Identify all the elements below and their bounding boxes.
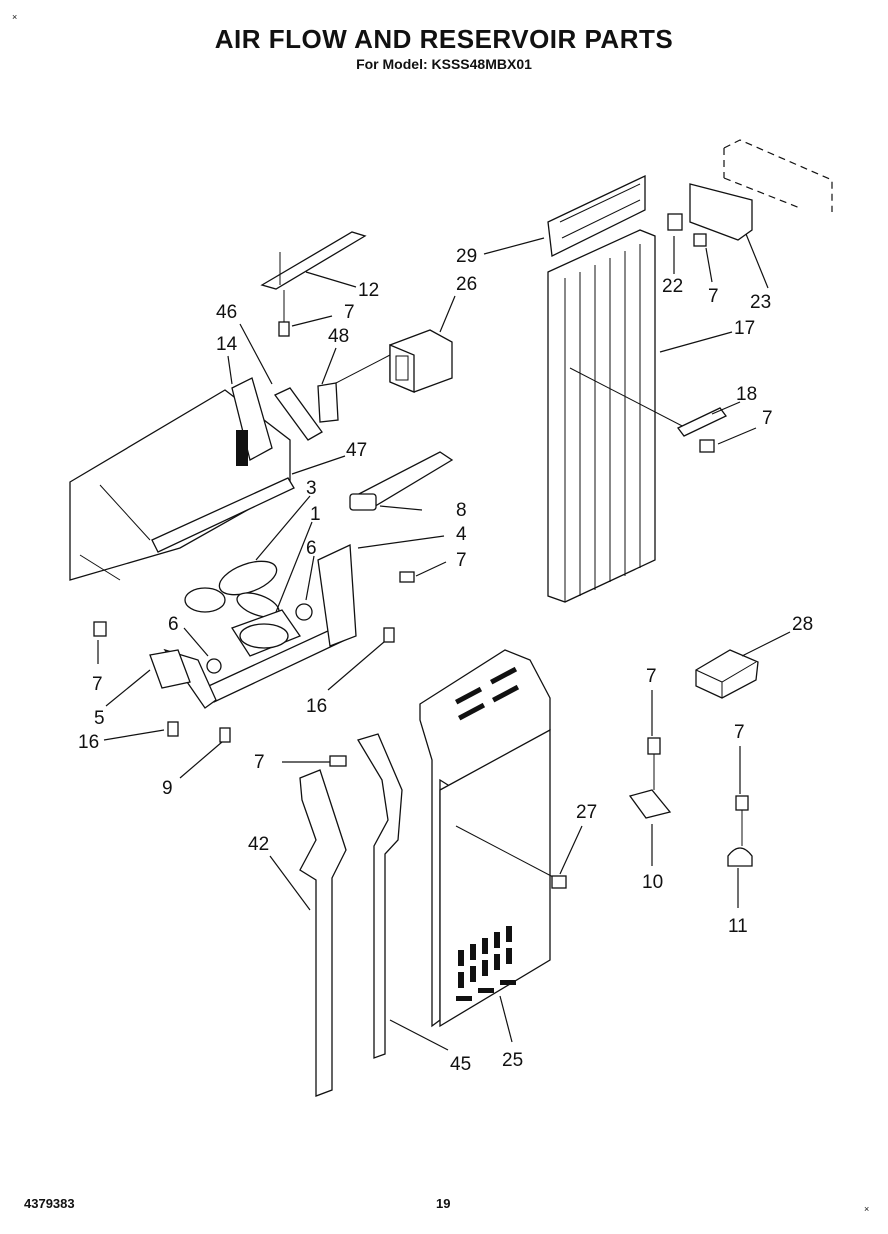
part-17-panel <box>547 229 691 603</box>
callout-6-left: 6 <box>168 614 179 635</box>
callout-1: 1 <box>310 504 321 525</box>
page-title: AIR FLOW AND RESERVOIR PARTS <box>214 24 674 54</box>
callout-47: 47 <box>346 440 367 461</box>
part-47-seal <box>151 477 295 553</box>
part-8-thermistor <box>349 451 454 511</box>
part-48-pad <box>317 382 339 423</box>
callout-5: 5 <box>94 708 105 729</box>
callout-7-clip2: 7 <box>734 722 745 743</box>
corner-mark-top-left: × <box>12 12 18 22</box>
callout-42: 42 <box>248 834 269 855</box>
part-14-fan-shroud <box>69 377 291 581</box>
part-28-pad <box>695 649 759 699</box>
callout-46: 46 <box>216 302 237 323</box>
screws-lower-left <box>93 571 415 743</box>
part-1-fan-motor <box>231 609 301 657</box>
callout-7-top: 7 <box>344 302 355 323</box>
callout-7-right-top: 7 <box>708 286 719 307</box>
corner-mark-bottom-right: × <box>864 1204 870 1214</box>
part-42-rail <box>299 755 347 1097</box>
callout-11: 11 <box>728 916 748 937</box>
model-subtitle: For Model: KSSS48MBX01 <box>356 56 532 72</box>
leader-lines <box>97 233 791 1051</box>
part-12-bracket <box>260 231 367 290</box>
part-3-fan-blade <box>184 560 280 618</box>
callout-27: 27 <box>576 802 597 823</box>
part-6-grommet-right <box>295 603 313 621</box>
callout-7-mid: 7 <box>456 550 467 571</box>
callout-22: 22 <box>662 276 683 297</box>
part-10-clip <box>628 737 672 819</box>
part-22-clip <box>667 213 683 231</box>
part-6-grommet-left <box>206 658 222 674</box>
callout-23: 23 <box>750 292 771 313</box>
callout-3: 3 <box>306 478 317 499</box>
callout-26: 26 <box>456 274 477 295</box>
callout-7-right-mid: 7 <box>762 408 773 429</box>
callout-10: 10 <box>642 872 663 893</box>
page-number: 19 <box>436 1196 451 1211</box>
housing-vent-slots-bottom <box>456 926 516 1001</box>
callout-16-right: 16 <box>306 696 327 717</box>
part-46-strip <box>274 387 323 441</box>
callout-18: 18 <box>736 384 757 405</box>
part-5-bracket-left <box>149 649 191 689</box>
callout-48: 48 <box>328 326 349 347</box>
screw-7-top <box>278 290 290 337</box>
callout-12: 12 <box>358 280 379 301</box>
mounting-outline-dashed <box>723 139 833 212</box>
callout-7-left: 7 <box>92 674 103 695</box>
part-29-grille <box>547 174 646 257</box>
callout-29: 29 <box>456 246 477 267</box>
housing-vent-slots-top <box>454 666 520 721</box>
part-18-bracket <box>677 407 727 453</box>
screw-27 <box>551 875 567 889</box>
callout-28: 28 <box>792 614 813 635</box>
callout-9: 9 <box>162 778 173 799</box>
callout-16-left: 16 <box>78 732 99 753</box>
part-45-rail <box>357 733 403 1059</box>
part-11-clip <box>727 795 753 867</box>
callout-8: 8 <box>456 500 467 521</box>
part-23-bracket <box>689 183 753 247</box>
callout-4: 4 <box>456 524 467 545</box>
callout-14: 14 <box>216 334 238 355</box>
part-26-duct <box>335 329 453 393</box>
callout-25: 25 <box>502 1050 523 1071</box>
callout-17: 17 <box>734 318 755 339</box>
callout-6-right: 6 <box>306 538 317 559</box>
callout-45: 45 <box>450 1054 471 1075</box>
part-25-housing <box>419 649 556 1028</box>
document-number: 4379383 <box>24 1196 75 1211</box>
callout-7-bracket: 7 <box>254 752 265 773</box>
callout-labels: 12 46 7 48 26 14 47 3 1 6 8 4 7 6 7 5 16… <box>78 246 813 1075</box>
callout-7-clip1: 7 <box>646 666 657 687</box>
